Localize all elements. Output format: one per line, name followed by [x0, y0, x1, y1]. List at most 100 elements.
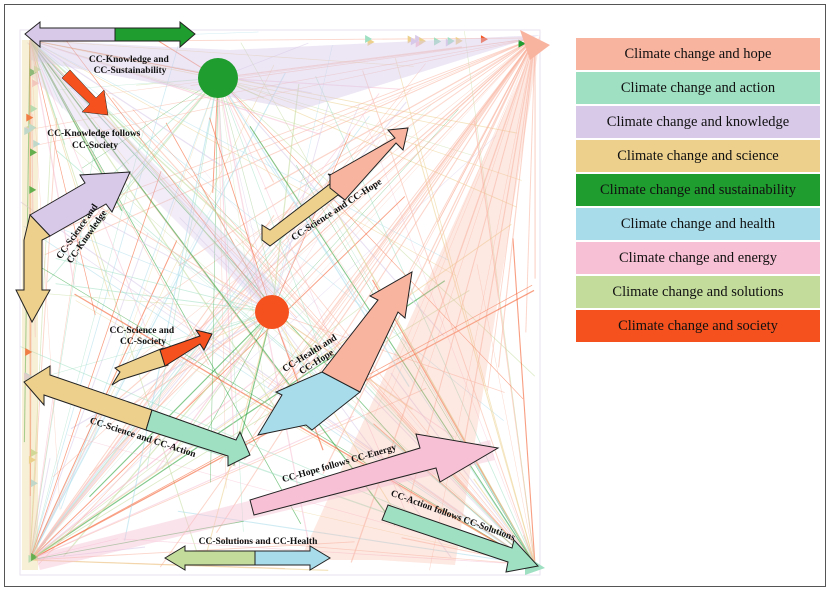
- legend-item: Climate change and knowledge: [576, 106, 820, 138]
- node-marker: [33, 139, 41, 148]
- edge-line: [56, 150, 536, 566]
- legend-item: Climate change and energy: [576, 242, 820, 274]
- legend-label: Climate change and sustainability: [599, 181, 797, 198]
- legend: Climate change and hope Climate change a…: [576, 38, 820, 344]
- arrow-solutions-health: [164, 545, 331, 571]
- edge-line: [190, 37, 536, 86]
- edge-line: [86, 88, 536, 566]
- edge-line: [497, 37, 536, 368]
- edge-line: [217, 46, 462, 79]
- network-diagram: CC-Knowledge and CC-Sustainability CC-Kn…: [15, 20, 550, 576]
- edge-line: [29, 37, 536, 130]
- edge-line: [29, 131, 52, 561]
- edge-line: [29, 546, 146, 561]
- edge-line: [29, 415, 354, 561]
- edge-line: [178, 37, 536, 267]
- edge-line: [217, 77, 281, 311]
- arrow-action-follows-solutions: [381, 504, 539, 573]
- hope-fan: [300, 35, 540, 565]
- arrow-science-society: [111, 329, 213, 386]
- node-marker: [29, 68, 37, 77]
- edge-line: [29, 93, 380, 561]
- edge-line: [271, 132, 351, 313]
- node-marker: [410, 37, 418, 46]
- edge-line: [29, 223, 512, 561]
- edge-line: [29, 314, 147, 561]
- hope-hub-node: [520, 30, 550, 60]
- edge-line: [209, 117, 273, 313]
- node-marker: [28, 455, 36, 464]
- edge-line: [50, 37, 536, 235]
- edge-line: [217, 77, 236, 467]
- edge-line: [429, 37, 536, 571]
- edge-line: [38, 37, 536, 565]
- edge-line: [29, 170, 358, 561]
- label-solutions-health: CC-Solutions and CC-Health: [199, 537, 318, 547]
- edge-line: [217, 77, 270, 422]
- edge-line: [60, 77, 219, 510]
- edge-line: [29, 120, 147, 561]
- edge-line: [29, 394, 54, 561]
- edge-line: [29, 45, 179, 561]
- sustainability-hub-node: [198, 58, 238, 98]
- edge-line: [102, 37, 536, 95]
- edge-line: [217, 77, 227, 489]
- node-marker: [518, 39, 526, 48]
- edge-line: [29, 39, 452, 128]
- edge-line: [77, 193, 273, 313]
- edge-line: [87, 37, 536, 208]
- edge-line: [244, 241, 536, 566]
- edge-line: [512, 238, 536, 566]
- arrow-science-hope: [261, 127, 409, 247]
- edge-line: [362, 70, 536, 566]
- edge-line: [29, 39, 110, 297]
- edge-line: [394, 58, 536, 566]
- edge-line: [33, 292, 273, 313]
- edge-line: [29, 209, 305, 561]
- edge-line: [217, 77, 536, 377]
- edge-line: [274, 37, 536, 392]
- edge-line: [29, 39, 201, 563]
- node-marker: [28, 123, 36, 132]
- edge-line: [322, 37, 536, 474]
- node-marker: [25, 348, 33, 357]
- edge-line: [179, 217, 273, 313]
- edge-line: [315, 37, 536, 132]
- edge-line: [29, 117, 58, 561]
- edge-line: [487, 37, 536, 391]
- edge-line: [29, 378, 258, 561]
- edge-line: [29, 290, 470, 561]
- edge-line: [29, 39, 61, 511]
- edge-line: [29, 39, 75, 285]
- edge-line: [29, 458, 51, 561]
- edge-line: [29, 63, 426, 561]
- edge-line: [29, 39, 457, 276]
- node-marker: [32, 79, 40, 88]
- edge-line: [29, 39, 321, 135]
- edge-line: [271, 45, 333, 313]
- edge-line: [89, 37, 536, 476]
- edge-line: [315, 188, 536, 566]
- arrow-knowledge-sustainability: [24, 20, 196, 49]
- edge-line: [124, 77, 219, 541]
- edge-line: [29, 104, 432, 561]
- edge-line: [69, 202, 273, 313]
- edge-line: [111, 97, 536, 566]
- edge-line: [29, 39, 209, 366]
- label-knowledge-follows-society: CC-Knowledge follows CC-Society: [47, 129, 143, 151]
- edge-line: [29, 39, 280, 414]
- node-marker: [31, 553, 39, 562]
- edge-line: [38, 311, 273, 379]
- node-marker: [29, 148, 37, 157]
- edge-line: [177, 510, 536, 566]
- edge-line: [66, 41, 273, 313]
- edge-line: [271, 83, 300, 313]
- edge-line: [29, 538, 118, 561]
- edge-line: [32, 217, 273, 313]
- legend-item: Climate change and sustainability: [576, 174, 820, 206]
- edge-line: [261, 228, 536, 566]
- edge-line: [464, 30, 536, 566]
- edge-line: [29, 397, 112, 561]
- node-marker: [30, 479, 38, 488]
- node-marker: [33, 65, 41, 74]
